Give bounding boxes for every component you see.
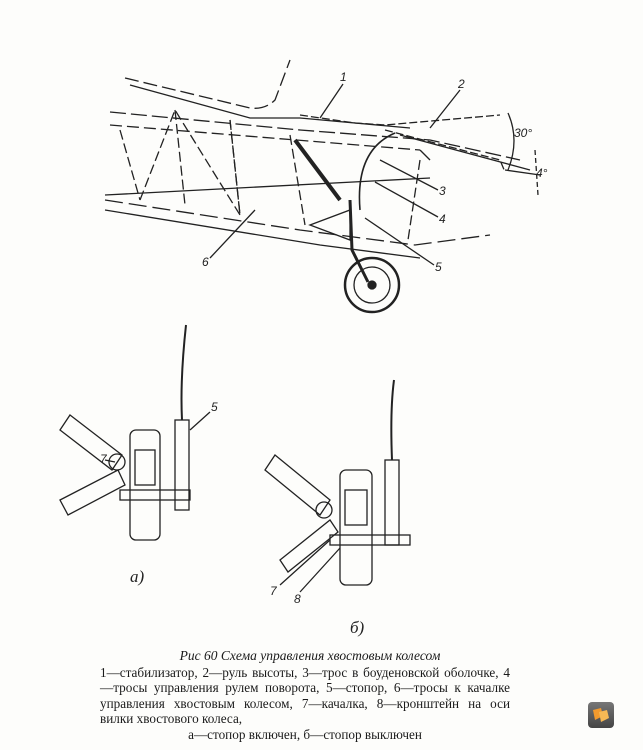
- view-a-drawing: [59, 324, 211, 541]
- fuselage-drawing: [104, 59, 541, 314]
- label-1: 1: [340, 70, 347, 84]
- caption-body: 1—стабилизатор, 2—руль высоты, 3—трос в …: [100, 664, 510, 727]
- label-2: 2: [458, 77, 465, 91]
- angle-30: 30°: [514, 126, 533, 140]
- view-a-label-5: 5: [211, 400, 218, 414]
- label-4: 4: [439, 212, 446, 226]
- view-a-caption: а): [130, 567, 145, 586]
- figure-caption: Рис 60 Схема управления хвостовым колесо…: [100, 648, 510, 743]
- view-b-drawing: [264, 379, 411, 593]
- label-6: 6: [202, 255, 209, 269]
- caption-title: Рис 60 Схема управления хвостовым колесо…: [179, 648, 441, 663]
- view-b-label-8: 8: [294, 592, 301, 606]
- watermark-logo-icon: [588, 702, 614, 728]
- label-5: 5: [435, 260, 442, 274]
- caption-legend-states: а—стопор включен, б—стопор выключен: [188, 726, 422, 742]
- view-b-label-7: 7: [270, 584, 277, 598]
- view-b-caption: б): [350, 618, 365, 637]
- view-a-label-7: 7: [100, 452, 107, 466]
- angle-4: 4°: [536, 166, 548, 180]
- label-3: 3: [439, 184, 446, 198]
